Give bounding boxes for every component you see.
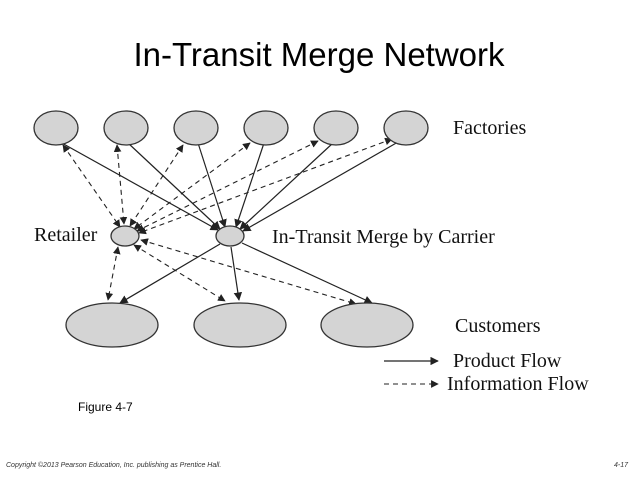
customer-nodes	[65, 302, 414, 348]
factory-node	[383, 110, 429, 146]
factory-node	[33, 110, 79, 146]
factory-node	[243, 110, 289, 146]
factory-node	[313, 110, 359, 146]
factory-nodes	[33, 110, 429, 146]
information-arrow	[140, 238, 357, 306]
factory-node	[173, 110, 219, 146]
figure-caption: Figure 4-7	[78, 400, 133, 414]
product-arrow	[230, 246, 243, 301]
product-arrow	[241, 242, 373, 304]
product-arrow	[239, 142, 334, 230]
factories-label: Factories	[453, 117, 527, 139]
merge-node	[215, 225, 245, 247]
information-arrow	[113, 144, 128, 225]
retailer-label: Retailer	[34, 224, 98, 246]
legend-product-label: Product Flow	[453, 350, 562, 372]
information-arrow	[136, 140, 319, 232]
product-flow-arrows	[59, 141, 399, 304]
factory-node	[103, 110, 149, 146]
customers-label: Customers	[455, 315, 541, 337]
information-arrow	[105, 246, 121, 301]
information-arrow	[133, 244, 226, 302]
information-arrow	[138, 137, 393, 235]
customer-node	[65, 302, 159, 348]
information-arrow	[62, 144, 121, 228]
product-arrow	[119, 243, 221, 304]
information-flow-arrows	[62, 137, 393, 306]
legend: Product Flow Information Flow	[384, 350, 589, 395]
customer-node	[320, 302, 414, 348]
slide-title: In-Transit Merge Network	[133, 36, 505, 73]
legend-information-label: Information Flow	[447, 373, 589, 395]
page-number: 4-17	[613, 462, 628, 469]
merge-label: In-Transit Merge by Carrier	[272, 226, 495, 248]
product-arrow	[197, 142, 227, 228]
product-arrow	[59, 141, 219, 231]
product-arrow	[234, 142, 265, 228]
copyright-footer: Copyright ©2013 Pearson Education, Inc. …	[6, 462, 222, 469]
product-arrow	[127, 142, 221, 230]
customer-node	[193, 302, 287, 348]
retailer-node	[110, 225, 140, 247]
